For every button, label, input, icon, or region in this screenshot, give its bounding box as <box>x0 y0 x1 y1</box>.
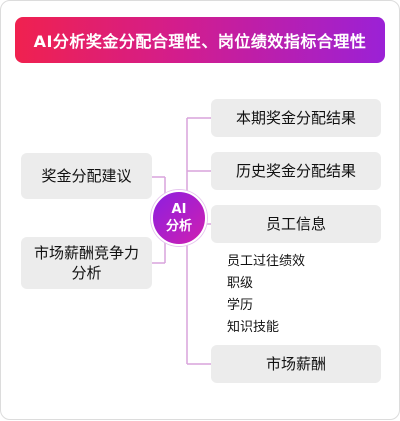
node-label: 员工信息 <box>265 215 326 233</box>
employee-detail-item: 员工过往绩效 <box>227 254 306 269</box>
node-history-bonus-result: 历史奖金分配结果 <box>211 152 381 190</box>
ai-node-line2: 分析 <box>165 219 192 234</box>
node-current-bonus-result: 本期奖金分配结果 <box>211 99 381 137</box>
node-label: 本期奖金分配结果 <box>235 109 356 127</box>
node-label: 市场薪酬竞争力分析 <box>33 244 139 282</box>
node-bonus-suggestion: 奖金分配建议 <box>21 153 152 199</box>
employee-detail-item: 学历 <box>227 298 254 313</box>
node-employee-info: 员工信息 <box>211 205 381 243</box>
node-label: 历史奖金分配结果 <box>235 162 356 180</box>
node-label: 市场薪酬 <box>265 355 326 373</box>
node-market-pay-analysis: 市场薪酬竞争力分析 <box>21 237 152 289</box>
node-label: 奖金分配建议 <box>41 167 132 185</box>
employee-detail-item: 知识技能 <box>227 320 280 335</box>
node-market-pay: 市场薪酬 <box>211 345 381 383</box>
diagram-title-banner: AI分析奖金分配合理性、岗位绩效指标合理性 <box>15 17 385 63</box>
diagram-title: AI分析奖金分配合理性、岗位绩效指标合理性 <box>33 32 367 51</box>
employee-detail-item: 职级 <box>227 276 254 291</box>
ai-analysis-node: AI 分析 <box>151 190 207 246</box>
ai-node-line1: AI <box>171 202 187 217</box>
